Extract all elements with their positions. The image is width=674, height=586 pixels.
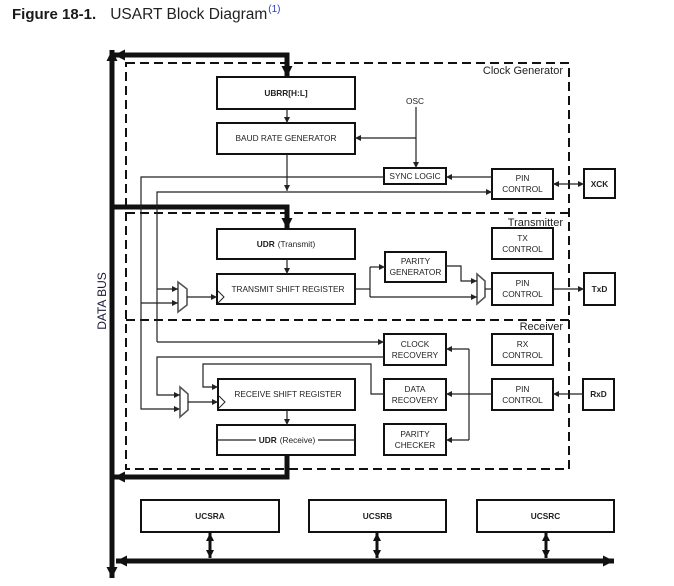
- data-recovery-label-line2: RECOVERY: [392, 395, 439, 405]
- txd-pin[interactable]: [583, 272, 616, 306]
- rx-pin-control-label-line1: PIN: [516, 384, 530, 394]
- baud-rate-generator-label: BAUD RATE GENERATOR: [236, 133, 337, 143]
- bus-branch-udr-receive: [114, 455, 290, 483]
- wire-parity-to-out-mux: [446, 265, 477, 284]
- tx-control-label-line2: CONTROL: [502, 244, 543, 254]
- receive-clock-mux-icon: [179, 385, 189, 419]
- xck-pin[interactable]: [583, 168, 616, 199]
- transmit-output-mux-icon: [476, 272, 486, 306]
- ucsra-label: UCSRA: [195, 511, 225, 521]
- usart-boundary: [125, 62, 570, 470]
- receive-clock-input-icon: [218, 395, 226, 409]
- transmit-clock-input-icon: [217, 290, 225, 304]
- clock-recovery-label-line1: CLOCK: [401, 339, 430, 349]
- tx-control-block[interactable]: [491, 227, 554, 260]
- rx-control-label-line1: RX: [517, 339, 529, 349]
- parity-checker-label-line2: CHECKER: [395, 440, 436, 450]
- wire-sync-clock: [140, 176, 384, 412]
- bus-branch-udr-transmit: [112, 204, 293, 229]
- parity-generator-label-line2: GENERATOR: [390, 267, 442, 277]
- bus-branch-ubrr: [114, 49, 293, 77]
- figure-caption: Figure 18-1. USART Block Diagram(1): [12, 4, 281, 24]
- rxd-pin-label: RxD: [590, 389, 607, 399]
- ucsrc-label: UCSRC: [531, 511, 561, 521]
- section-label-transmitter: Transmitter: [508, 217, 564, 229]
- txd-pin-label: TxD: [592, 284, 608, 294]
- ubrr-block[interactable]: [216, 76, 356, 110]
- transmit-shift-register-label: TRANSMIT SHIFT REGISTER: [231, 284, 344, 294]
- osc-label: OSC: [406, 96, 424, 106]
- ucsrb-label: UCSRB: [363, 511, 393, 521]
- parity-checker-label-line1: PARITY: [400, 429, 430, 439]
- figure-number: Figure 18-1.: [12, 6, 97, 23]
- baud-rate-generator-block[interactable]: [216, 122, 356, 155]
- tx-control-label-line1: TX: [517, 233, 528, 243]
- wire-clock-recovery-to-rx-mux: [156, 356, 384, 398]
- clock-recovery-block[interactable]: [383, 333, 447, 366]
- data-recovery-label-line1: DATA: [405, 384, 426, 394]
- clock-recovery-label-line2: RECOVERY: [392, 350, 439, 360]
- data-bus-label: DATA BUS: [95, 272, 109, 330]
- wire-data-recovery-to-rsr: [202, 363, 384, 395]
- tx-pin-control-label-line1: PIN: [516, 278, 530, 288]
- transmit-shift-register-block[interactable]: [216, 273, 356, 305]
- rx-control-label-line2: CONTROL: [502, 350, 543, 360]
- xck-pin-label: XCK: [591, 179, 609, 189]
- clock-pin-control-label-line1: PIN: [516, 173, 530, 183]
- rx-control-block[interactable]: [491, 333, 554, 366]
- wire-baud-clock: [156, 189, 492, 342]
- footnote-ref[interactable]: (1): [268, 4, 281, 15]
- parity-generator-label-line1: PARITY: [401, 256, 431, 266]
- ucsra-register[interactable]: [140, 499, 280, 533]
- ubrr-label: UBRR[H:L]: [264, 88, 308, 98]
- figure-title: USART Block Diagram: [110, 6, 268, 23]
- ucsrb-register[interactable]: [308, 499, 447, 533]
- tx-pin-control-label-line2: CONTROL: [502, 289, 543, 299]
- transmit-clock-mux-icon: [177, 280, 188, 314]
- udr-receive-qualifier: (Receive): [280, 435, 316, 445]
- section-label-clock-generator: Clock Generator: [483, 65, 563, 77]
- udr-transmit-name: UDR: [257, 239, 275, 249]
- section-label-receiver: Receiver: [520, 321, 564, 333]
- udr-receive-label: UDR(Receive): [259, 435, 316, 445]
- udr-transmit-block[interactable]: [216, 228, 356, 260]
- receive-shift-register-label: RECEIVE SHIFT REGISTER: [234, 389, 341, 399]
- udr-transmit-label: UDR(Transmit): [257, 239, 316, 249]
- clock-pin-control-label-line2: CONTROL: [502, 184, 543, 194]
- ucsrc-register[interactable]: [476, 499, 615, 533]
- udr-receive-name: UDR: [259, 435, 277, 445]
- parity-checker-block[interactable]: [383, 423, 447, 456]
- rx-pin-control-label-line2: CONTROL: [502, 395, 543, 405]
- udr-transmit-qualifier: (Transmit): [278, 239, 316, 249]
- tx-pin-control-block[interactable]: [491, 272, 554, 306]
- sync-logic-label: SYNC LOGIC: [389, 171, 440, 181]
